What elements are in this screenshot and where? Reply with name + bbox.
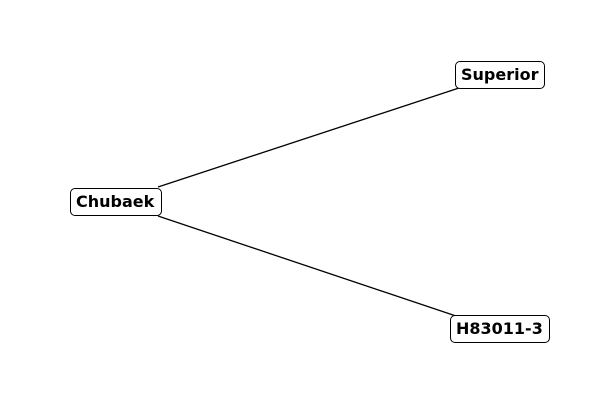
edge-chubaek-superior [157,87,460,188]
node-h83011-3: H83011-3 [450,315,550,343]
edge-chubaek-h83011 [157,215,457,317]
node-superior: Superior [455,61,545,89]
node-chubaek: Chubaek [70,188,162,216]
